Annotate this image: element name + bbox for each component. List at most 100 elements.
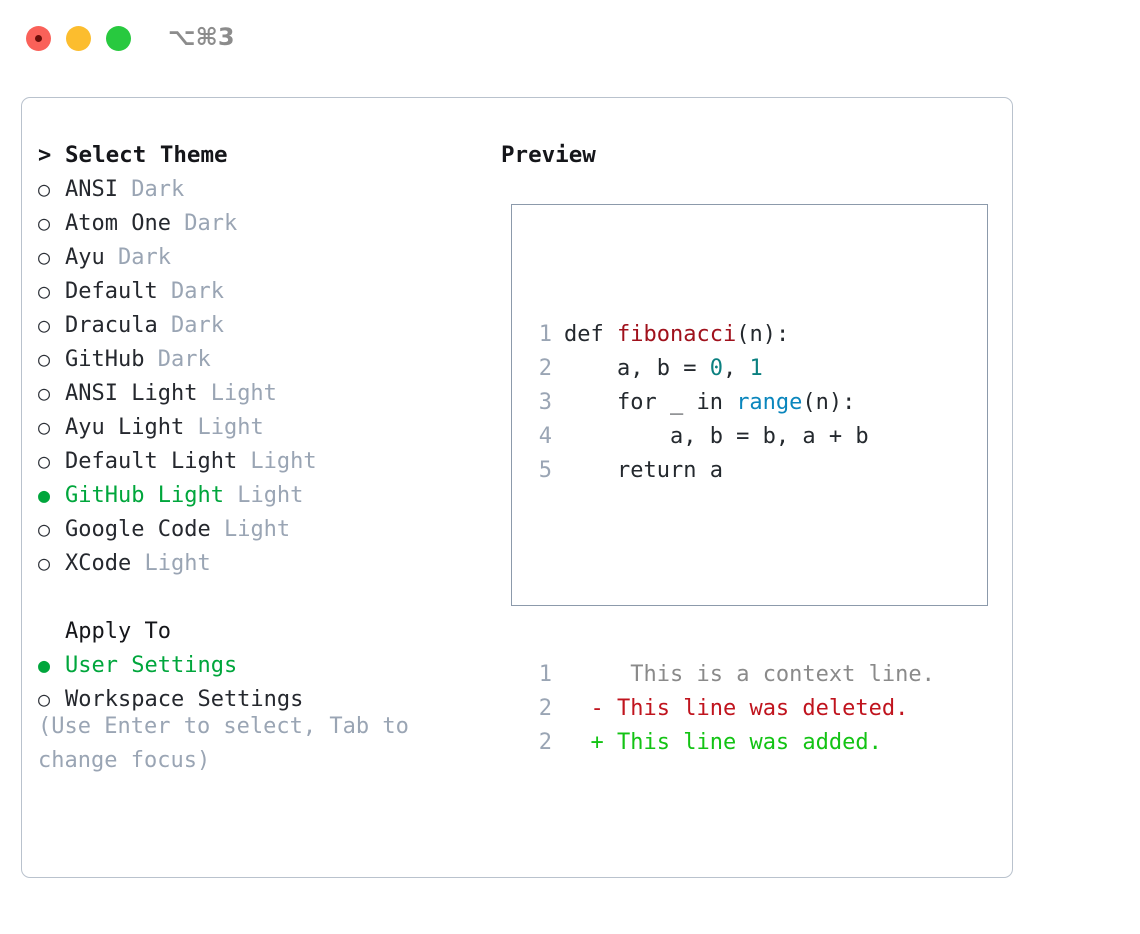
radio-unselected-icon: ○ [38, 517, 51, 541]
code-line: 4 a, b = b, a + b [528, 420, 935, 454]
diff-text: This line was added. [603, 730, 882, 755]
diff-sign: - [564, 696, 604, 721]
radio-unselected-icon: ○ [38, 449, 51, 473]
theme-list-item[interactable]: ○ Dracula Dark [38, 308, 488, 342]
code-line: 2 a, b = 0, 1 [528, 352, 935, 386]
diff-text: This is a context line. [603, 662, 935, 687]
radio-unselected-icon: ○ [38, 381, 51, 405]
theme-name: Ayu [65, 245, 105, 270]
theme-variant-label: Dark [170, 211, 238, 236]
title-bar: ⌥⌘3 [0, 0, 1140, 76]
radio-unselected-icon: ○ [38, 313, 51, 337]
code-token: range [736, 390, 803, 415]
theme-list: ○ANSI Dark○Atom One Dark○Ayu Dark○Defaul… [38, 172, 488, 580]
theme-variant-label: Light [237, 449, 317, 474]
line-number: 1 [538, 662, 552, 687]
indent-spacer: ○ [38, 614, 65, 648]
radio-selected-icon: ● [38, 483, 51, 507]
theme-picker-column: >Select Theme ○ANSI Dark○Atom One Dark○A… [38, 138, 488, 716]
code-line: 3 for _ in range(n): [528, 386, 935, 420]
theme-list-item[interactable]: ○ANSI Dark [38, 172, 488, 206]
theme-variant-label: Light [210, 517, 291, 542]
theme-list-item[interactable]: ○XCode Light [38, 546, 488, 580]
code-token: a, b = [564, 356, 710, 381]
close-button[interactable] [26, 26, 51, 51]
theme-variant-label: Light [197, 381, 277, 406]
apply-to-list: ●User Settings ○ Workspace Settings [38, 648, 488, 716]
diff-line: 1 This is a context line. [528, 658, 935, 692]
radio-unselected-icon: ○ [38, 687, 51, 711]
theme-list-item[interactable]: ○ Google Code Light [38, 512, 488, 546]
apply-to-header: ○Apply To [38, 614, 488, 648]
diff-sign: + [564, 730, 604, 755]
theme-name: Google Code [65, 517, 211, 542]
radio-selected-icon: ● [38, 653, 51, 677]
help-text: (Use Enter to select, Tab to change focu… [38, 714, 409, 773]
theme-name: XCode [65, 551, 132, 576]
apply-to-label: Apply To [65, 619, 171, 644]
code-token: return a [564, 458, 723, 483]
line-number: 2 [538, 696, 552, 721]
line-number: 3 [538, 390, 552, 415]
theme-list-item[interactable]: ○ Default Light Light [38, 444, 488, 478]
theme-list-item[interactable]: ○ ANSI Light Light [38, 376, 488, 410]
theme-variant-label: Dark [104, 245, 171, 270]
line-number: 5 [538, 458, 552, 483]
line-number: 2 [538, 730, 552, 755]
radio-unselected-icon: ○ [38, 245, 51, 269]
theme-list-item[interactable]: ○Ayu Light Light [38, 410, 488, 444]
theme-name: GitHub [65, 347, 145, 372]
theme-name: Ayu Light [65, 415, 185, 440]
panel-columns: >Select Theme ○ANSI Dark○Atom One Dark○A… [22, 98, 1012, 877]
code-token: , [722, 356, 750, 381]
code-token: for _ in [564, 390, 737, 415]
theme-picker-header: >Select Theme [38, 138, 488, 172]
code-token: 0 [709, 356, 723, 381]
minimize-button[interactable] [66, 26, 91, 51]
radio-unselected-icon: ○ [38, 279, 51, 303]
theme-list-item[interactable]: ○Atom One Dark [38, 206, 488, 240]
theme-list-item[interactable]: ○ Ayu Dark [38, 240, 488, 274]
radio-unselected-icon: ○ [38, 551, 51, 575]
theme-variant-label: Dark [157, 279, 224, 304]
apply-to-item[interactable]: ○ Workspace Settings [38, 682, 488, 716]
diff-line: 2 - This line was deleted. [528, 692, 935, 726]
diff-sign [564, 662, 604, 687]
code-diff-spacer [528, 556, 935, 590]
line-number: 2 [538, 356, 552, 381]
theme-variant-label: Dark [157, 313, 224, 338]
code-token: (n): [802, 390, 856, 415]
code-token: a, b = b, a + b [564, 424, 869, 449]
code-line: 5 return a [528, 454, 935, 488]
keyboard-shortcut-label: ⌥⌘3 [168, 23, 235, 51]
diff-sample: 1 This is a context line.2 - This line w… [528, 658, 935, 760]
apply-to-name: Workspace Settings [65, 687, 304, 712]
code-token: def [564, 322, 617, 347]
apply-to-item[interactable]: ●User Settings [38, 648, 488, 682]
window-controls [26, 26, 131, 51]
section-spacer [38, 580, 488, 614]
maximize-button[interactable] [106, 26, 131, 51]
theme-name: GitHub Light [65, 483, 224, 508]
theme-variant-label: Dark [144, 347, 211, 372]
caret-icon: > [38, 143, 52, 168]
theme-list-item[interactable]: ○ Default Dark [38, 274, 488, 308]
theme-list-item[interactable]: ●GitHub Light Light [38, 478, 488, 512]
theme-list-item[interactable]: ○GitHub Dark [38, 342, 488, 376]
theme-name: Dracula [65, 313, 158, 338]
theme-name: ANSI Light [65, 381, 198, 406]
main-panel: >Select Theme ○ANSI Dark○Atom One Dark○A… [21, 97, 1013, 878]
theme-name: Atom One [65, 211, 171, 236]
radio-unselected-icon: ○ [38, 177, 51, 201]
theme-name: Default Light [65, 449, 238, 474]
code-token: (n): [736, 322, 790, 347]
code-token: 1 [749, 356, 763, 381]
diff-text: This line was deleted. [603, 696, 909, 721]
theme-name: Default [65, 279, 158, 304]
theme-variant-label: Dark [117, 177, 185, 202]
